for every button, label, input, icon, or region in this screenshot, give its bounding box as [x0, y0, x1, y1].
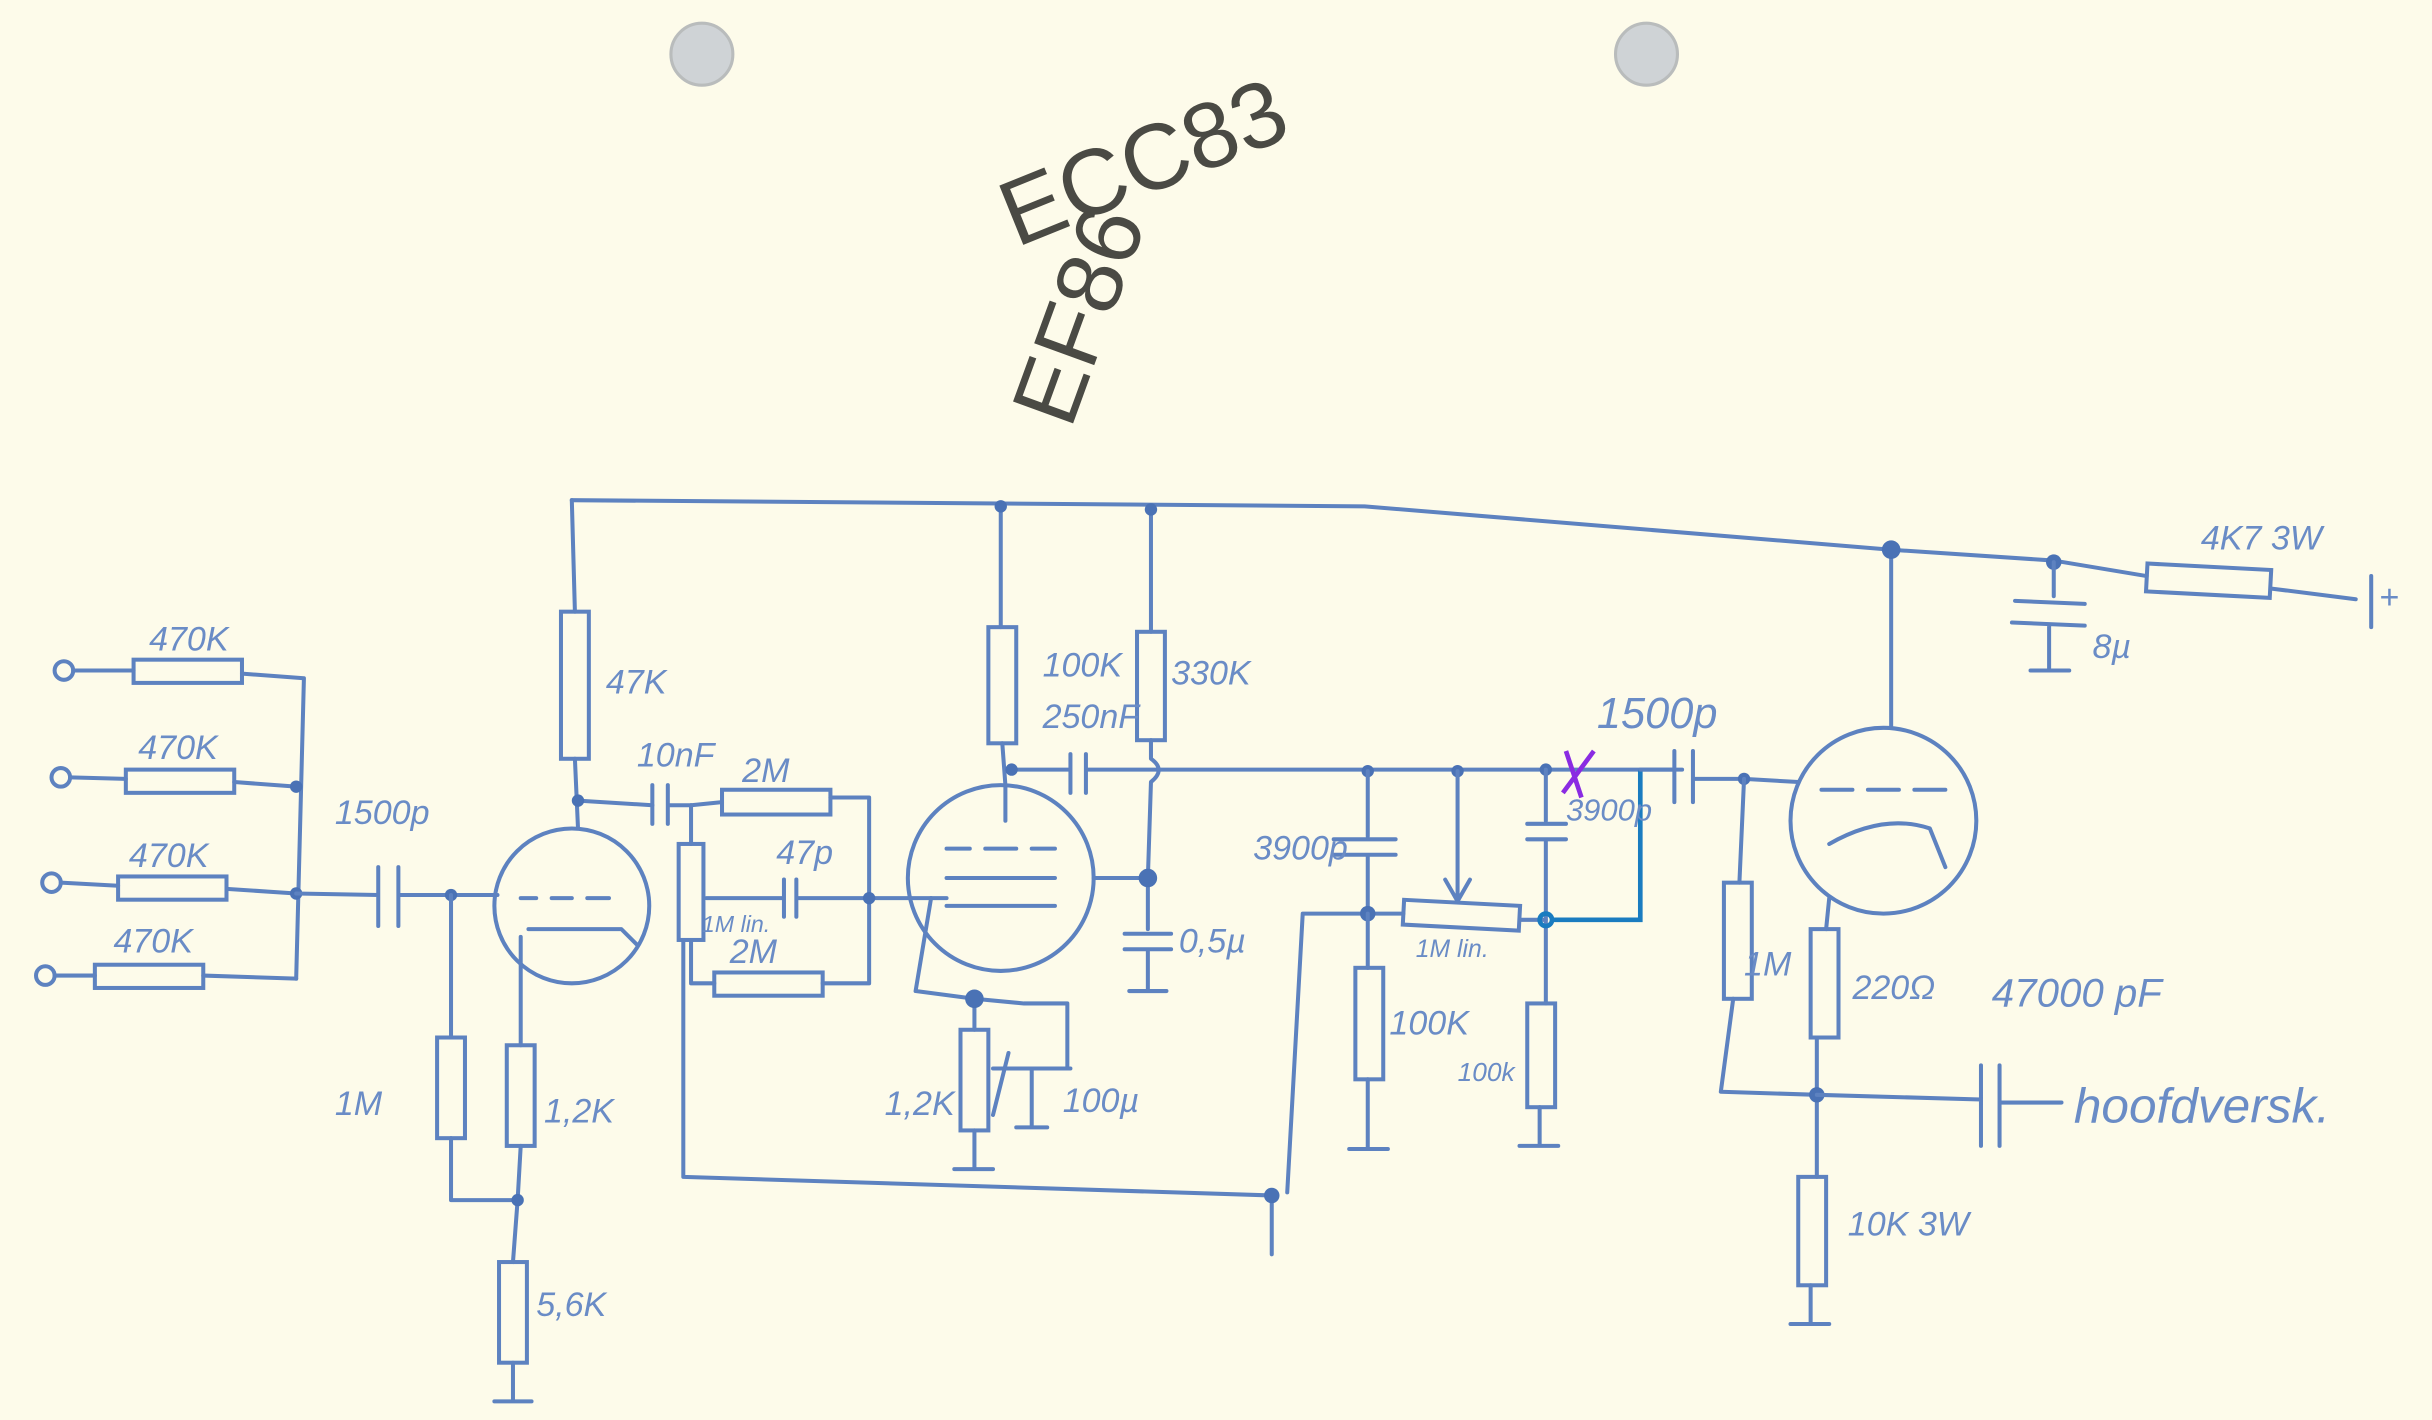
v1-grid-r-label: 1M: [335, 1085, 383, 1123]
supply-resistor-label: 4K7 3W: [2201, 520, 2325, 558]
input-network: [34, 657, 500, 990]
v2-screen-cap-label: 0,5µ: [1179, 922, 1246, 960]
input-r1-label: 470K: [149, 620, 230, 658]
input-r4-label: 470K: [113, 922, 194, 960]
v3-cath-r-label: 220Ω: [1851, 969, 1935, 1007]
fb-cap-label: 47p: [776, 834, 833, 872]
supply-cap-label: 8µ: [2092, 628, 2131, 666]
v3-cath-r2-label: 10K 3W: [1848, 1206, 1972, 1244]
punch-hole-right: [1613, 21, 1680, 87]
tone-network: [1285, 763, 1568, 1195]
input-cap-label: 1500p: [335, 794, 430, 832]
fb-r-top-label: 2M: [741, 752, 790, 790]
tube-v3: [1638, 725, 2064, 1327]
cross-out-mark: [1561, 749, 1596, 799]
tone-cap1-label: 3900p: [1253, 829, 1348, 867]
coupling-cap-label: 10nF: [637, 737, 717, 775]
v2-cath-cap-label: 100µ: [1063, 1082, 1139, 1120]
v3-in-cap-label: 1500p: [1597, 690, 1718, 738]
v2-anode-resistor: [986, 625, 1019, 746]
fb-r-bot-label: 2M: [729, 933, 778, 971]
v3-grid-r-label: 1M: [1744, 946, 1792, 984]
tube-v2: [905, 625, 1685, 1172]
edited-wire: [1537, 749, 1643, 929]
pot2-label: 1M lin.: [1416, 936, 1489, 963]
output-label: hoofdversk.: [2074, 1078, 2330, 1134]
supply-plus-label: +: [2379, 579, 2399, 617]
tube-v1: [435, 609, 655, 1404]
tone-r1-label: 100K: [1389, 1004, 1470, 1042]
supply-rail: [569, 498, 2374, 730]
v2-out-cap-label: 250nF: [1042, 698, 1142, 736]
feedback-network: [650, 783, 1280, 1257]
tone-r2-label: 100k: [1458, 1057, 1517, 1087]
v1-anode-r-label: 47K: [606, 664, 668, 702]
supply-resistor: [2143, 561, 2274, 600]
pot1-label: 1M lin.: [702, 911, 770, 937]
out-cap-label: 47000 pF: [1992, 971, 2164, 1016]
v2-anode-r-label: 100K: [1043, 647, 1124, 685]
v1-cath-r-label: 1,2K: [544, 1093, 615, 1131]
v1-anode-resistor: [558, 609, 591, 761]
input-r3-label: 470K: [129, 837, 210, 875]
v1-cath-r2-label: 5,6K: [536, 1286, 607, 1324]
punch-hole-left: [669, 21, 735, 87]
v2-cath-r-label: 1,2K: [885, 1085, 956, 1123]
input-r2-label: 470K: [138, 729, 219, 767]
v2-screen-r-label: 330K: [1171, 654, 1252, 692]
tone-cap2-label: 3900p: [1566, 793, 1652, 828]
